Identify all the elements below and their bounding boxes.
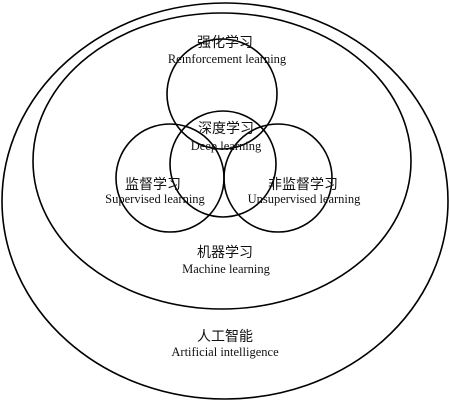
reinforcement-learning-label-en: Reinforcement learning (168, 52, 287, 66)
machine-learning-circle (32, 12, 412, 310)
machine-learning-label-en: Machine learning (182, 262, 271, 276)
deep-learning-label-zh: 深度学习 (198, 121, 254, 137)
reinforcement-learning-circle (166, 38, 278, 150)
deep-learning-circle (169, 110, 277, 218)
unsupervised-learning-label-zh: 非监督学习 (268, 177, 338, 193)
machine-learning-label-zh: 机器学习 (197, 245, 253, 261)
supervised-learning-label-zh: 监督学习 (125, 177, 181, 193)
artificial-intelligence-label-zh: 人工智能 (197, 329, 253, 345)
deep-learning-label-en: Deep learning (191, 139, 262, 153)
artificial-intelligence-label-en: Artificial intelligence (171, 345, 279, 359)
supervised-learning-label-en: Supervised learning (105, 192, 205, 206)
unsupervised-learning-circle (223, 123, 333, 233)
unsupervised-learning-label-en: Unsupervised learning (248, 192, 362, 206)
reinforcement-learning-label-zh: 强化学习 (197, 35, 253, 51)
